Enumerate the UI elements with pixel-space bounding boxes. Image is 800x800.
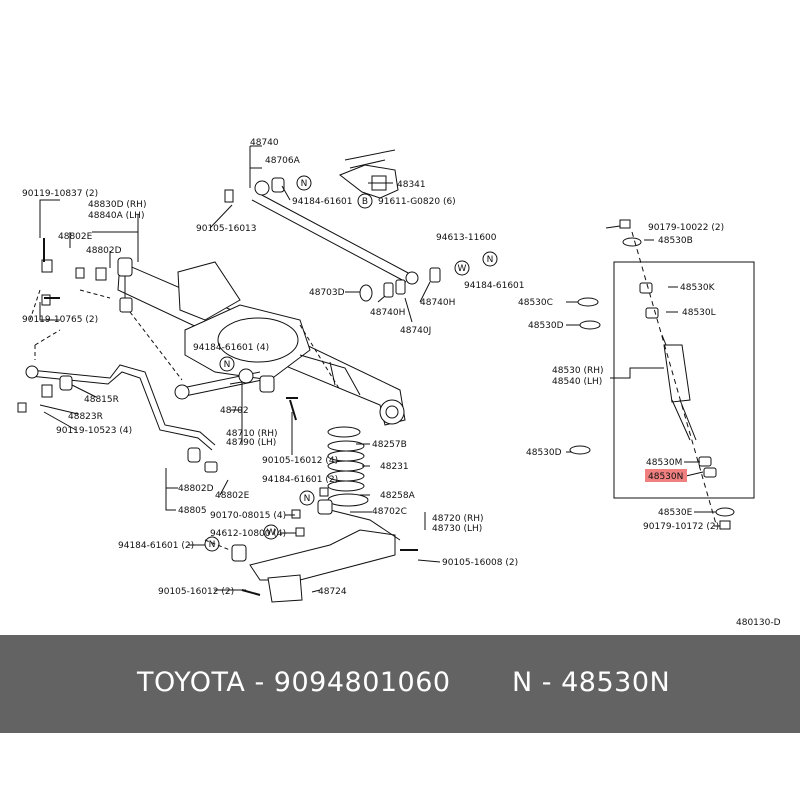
label-48805: 48805 [178,506,207,516]
label-90119-10765: 90119-10765 (2) [22,315,98,325]
label-48740j: 48740J [400,326,431,336]
stabilizer-bar [17,329,218,473]
symbol-w-top-letter: W [458,264,467,274]
bracket-48341 [339,149,399,199]
label-48710: 48710 (RH) [226,429,278,439]
shock-absorber [569,219,735,530]
label-94184-61601-mid: 94184-61601 (4) [193,343,269,353]
label-48802d-top: 48802D [86,246,122,256]
label-90105-16012-4: 90105-16012 (4) [262,456,338,466]
label-48720: 48720 (RH) [432,514,484,524]
label-48830d: 48830D (RH) [88,200,146,210]
label-94184-61601-2: 94184-61601 (2) [262,475,338,485]
label-48802d-low: 48802D [178,484,214,494]
label-48530c: 48530C [518,298,553,308]
footer-diagram-ref: N - 48530N [512,667,671,698]
rear-axle-housing [117,261,406,426]
symbol-n-left [204,536,220,552]
symbol-n-low-letter: N [304,494,311,504]
lower-control-arm [231,499,418,603]
figure-code: 480130-D [736,618,781,628]
shock-detail-frame [613,261,755,499]
label-48530l: 48530L [682,308,716,318]
leader-lines [79,289,341,551]
label-48530m: 48530M [646,458,682,468]
label-48802e-top: 48802E [58,232,93,242]
lateral-control-rod [224,177,419,285]
symbol-n-low [299,490,315,506]
label-48530d-low: 48530D [526,448,562,458]
symbol-w-top [454,260,470,276]
stabilizer-link [29,257,133,321]
symbol-w-low [263,524,279,540]
label-90119-10523: 90119-10523 (4) [56,426,132,436]
symbol-n-mid [219,356,235,372]
label-48802e-low: 48802E [215,491,250,501]
parts-diagram: N B W N N N N W 48740 48706A 48341 94184… [17,138,781,628]
upper-control-arm [174,368,275,400]
label-48530d-top: 48530D [528,321,564,331]
label-48840a: 48840A (LH) [88,211,144,221]
label-90170-08015: 90170-08015 (4) [210,511,286,521]
label-48702c: 48702C [372,507,407,517]
footer-part-number: TOYOTA - 9094801060 [137,667,451,698]
highlight-box [645,469,687,482]
label-90105-16008: 90105-16008 (2) [442,558,518,568]
symbol-w-low-letter: W [267,528,276,538]
label-48740h-b: 48740H [370,308,405,318]
label-94184-61601-left: 94184-61601 (2) [118,541,194,551]
label-94612-10800: 94612-10800 (4) [210,529,286,539]
label-90105-16012-2: 90105-16012 (2) [158,587,234,597]
label-48231: 48231 [380,462,409,472]
symbol-b-letter: B [362,197,368,207]
label-90179-10172: 90179-10172 (2) [643,522,719,532]
bushing-set-48740 [359,267,441,302]
label-94184-61601-right: 94184-61601 [464,281,525,291]
bolt-90105-16012 [286,397,298,421]
symbol-n-top-letter: N [301,179,308,189]
label-48740h-a: 48740H [420,298,455,308]
label-48730: 48730 (LH) [432,524,482,534]
label-48815r: 48815R [84,395,119,405]
label-48702: 48702 [220,406,249,416]
label-90179-10022: 90179-10022 (2) [648,223,724,233]
label-48740: 48740 [250,138,279,148]
label-48790: 48790 (LH) [226,438,276,448]
label-48706a: 48706A [265,156,301,166]
label-48530n: 48530N [648,472,683,482]
label-48530b: 48530B [658,236,693,246]
label-48257b: 48257B [372,440,407,450]
label-94184-61601-top: 94184-61601 [292,197,353,207]
label-90119-10837: 90119-10837 (2) [22,189,98,199]
nut-94184-61601 [319,487,329,497]
label-48530-rh: 48530 (RH) [552,366,604,376]
label-48703d: 48703D [309,288,345,298]
label-94613-11600: 94613-11600 [436,233,497,243]
label-48530k: 48530K [680,283,716,293]
label-48823r: 48823R [68,412,103,422]
callout-lines [39,145,720,593]
symbol-n-mid-letter: N [224,360,231,370]
label-90105-16013: 90105-16013 [196,224,257,234]
label-48540-lh: 48540 (LH) [552,377,602,387]
label-48258a: 48258A [380,491,416,501]
symbol-n-top [296,175,312,191]
symbol-n-left-letter: N [209,540,216,550]
symbol-n-right [482,251,498,267]
symbol-b [357,193,373,209]
symbol-n-right-letter: N [487,255,494,265]
label-48530e: 48530E [658,508,693,518]
label-91611-g0820: 91611-G0820 (6) [378,197,456,207]
label-48341: 48341 [397,180,426,190]
label-48724: 48724 [318,587,347,597]
coil-spring [327,426,369,507]
footer-bar: TOYOTA - 9094801060 N - 48530N [0,635,800,733]
